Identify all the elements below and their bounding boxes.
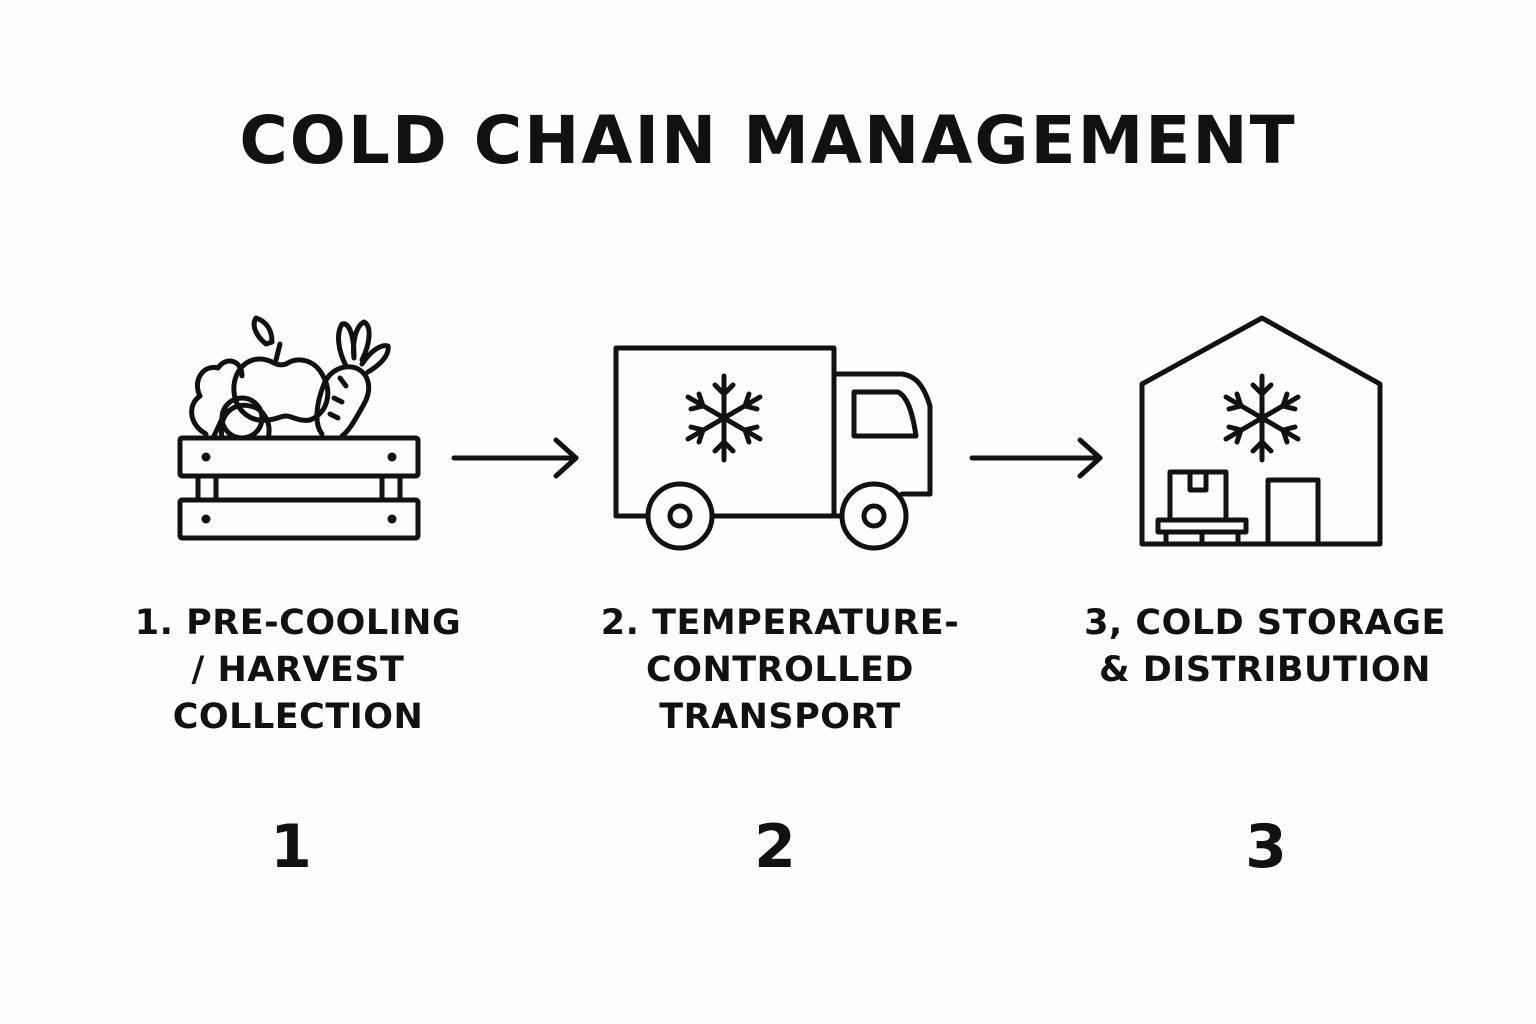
step-1-label: 1. PRE-COOLING / HARVEST COLLECTION — [134, 603, 462, 737]
step-2-number: 2 — [754, 812, 796, 882]
step-2-label: 2. TEMPERATURE- CONTROLLED TRANSPORT — [600, 603, 960, 737]
step-1-number: 1 — [270, 812, 312, 882]
step-3-label: 3, COLD STORAGE & DISTRIBUTION — [1084, 603, 1446, 690]
arrow-right-icon — [451, 437, 579, 479]
refrigerated-truck-icon — [613, 345, 933, 551]
arrow-right-icon — [969, 437, 1103, 479]
cold-warehouse-icon — [1139, 315, 1383, 547]
produce-crate-icon — [177, 315, 421, 541]
step-3-number: 3 — [1245, 812, 1287, 882]
diagram-title: COLD CHAIN MANAGEMENT — [239, 102, 1297, 179]
